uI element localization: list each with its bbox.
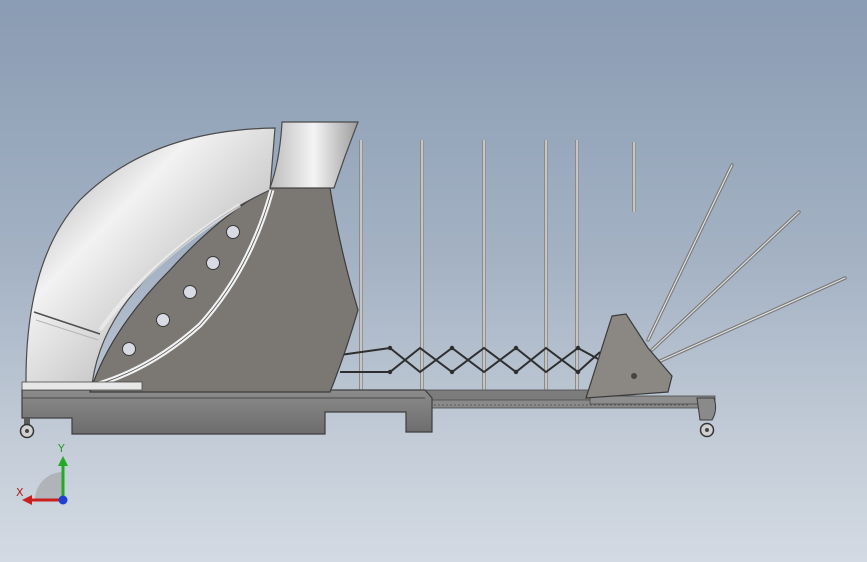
axis-triad (22, 456, 68, 505)
body-side-panel (89, 187, 359, 393)
x-axis-label: X (16, 486, 24, 499)
end-bracket (585, 313, 673, 399)
vent-holes (122, 225, 240, 356)
bracket-pin (631, 373, 637, 379)
fanned-rods (646, 163, 847, 364)
caster-wheel-right (696, 397, 717, 438)
z-axis-dot (58, 495, 68, 505)
vertical-rods (359, 140, 636, 390)
scissor-linkage (339, 345, 601, 375)
hood-bottom-lip (21, 381, 143, 391)
y-axis-label: Y (58, 442, 65, 455)
hood-top-cap (269, 121, 359, 189)
caster-wheel-left (19, 418, 35, 439)
main-base (21, 389, 433, 435)
